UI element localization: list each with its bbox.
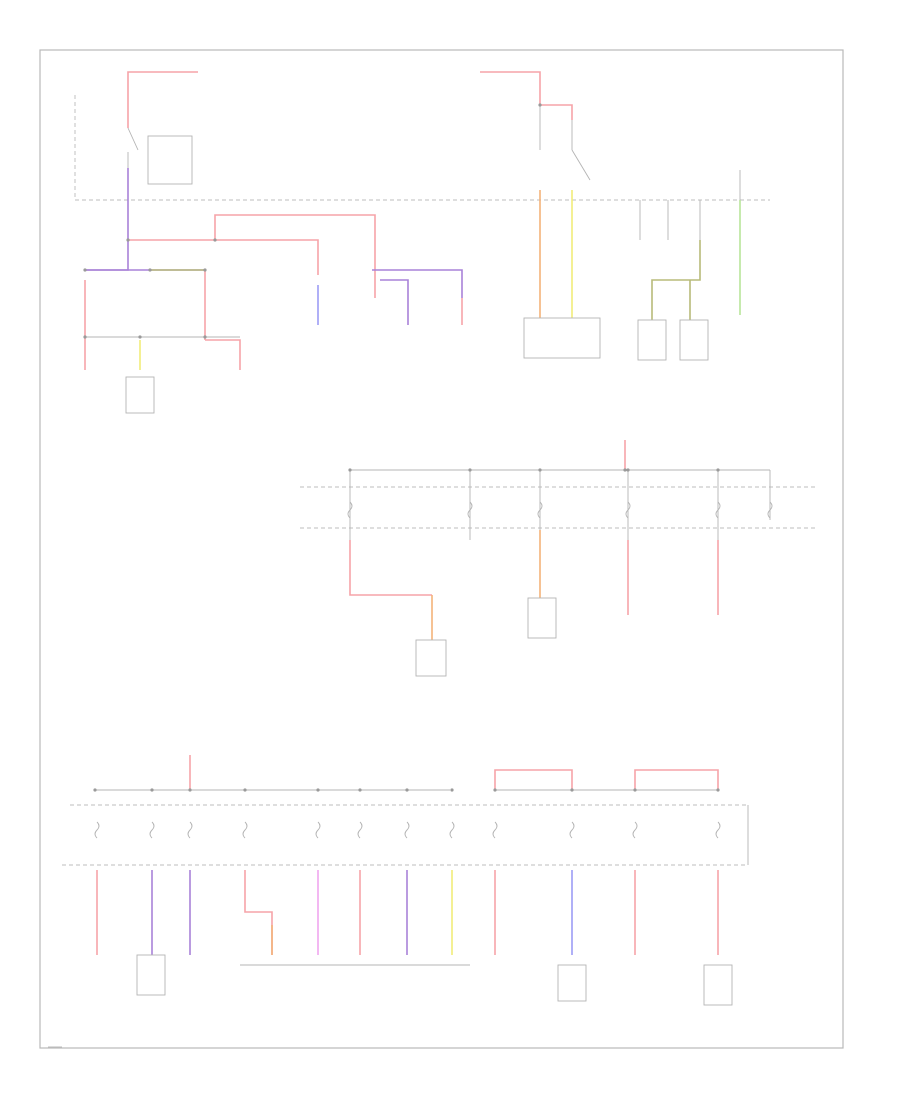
- fuse-symbol: [492, 821, 498, 839]
- mid-wire-drops: [349, 470, 771, 540]
- olive-right-wire: [651, 240, 701, 320]
- junction-dot: [348, 468, 352, 472]
- junction-dot: [450, 788, 454, 792]
- junction-dot: [83, 268, 87, 272]
- junction-dot: [213, 238, 217, 242]
- fuse-symbol: [449, 821, 455, 839]
- bottom-box-2: [557, 964, 587, 1002]
- junction-dot: [203, 268, 207, 272]
- junction-dot: [148, 268, 152, 272]
- junction-dot: [150, 788, 154, 792]
- middle-section: [300, 440, 818, 677]
- bottom-box-3: [703, 964, 733, 1006]
- junction-dot: [316, 788, 320, 792]
- junction-dot: [203, 335, 207, 339]
- junction-dot: [126, 238, 130, 242]
- fuse-symbol: [537, 501, 543, 519]
- junction-dots: [83, 103, 773, 839]
- fuse-symbol: [149, 821, 155, 839]
- fuse-symbol: [715, 501, 721, 519]
- bottom-section: [62, 755, 749, 1006]
- junction-dot: [538, 103, 542, 107]
- junction-dot: [243, 788, 247, 792]
- junction-dot: [716, 788, 720, 792]
- junction-dot: [538, 468, 542, 472]
- top-section: [74, 71, 770, 414]
- module-box-left: [125, 376, 155, 414]
- fuse-symbol: [404, 821, 410, 839]
- relay-label-box: [147, 135, 193, 185]
- right-box-2: [679, 319, 709, 361]
- fuse-symbol: [467, 501, 473, 519]
- junction-dot: [358, 788, 362, 792]
- relay-output-wire: [85, 168, 129, 271]
- fuse-symbol: [315, 821, 321, 839]
- fuse-symbol: [347, 501, 353, 519]
- junction-dot: [626, 468, 630, 472]
- junction-dot: [405, 788, 409, 792]
- junction-dot: [468, 468, 472, 472]
- junction-dot: [570, 788, 574, 792]
- right-fuse-bus: [639, 170, 741, 240]
- fuse-symbol: [357, 821, 363, 839]
- fuse-symbol: [94, 821, 100, 839]
- bottom-feed-wire-2: [494, 769, 573, 790]
- fuse-feed-wire-b: [215, 239, 319, 275]
- bottom-feed-wire-3: [634, 769, 719, 790]
- violet-branch-wire-1: [372, 269, 463, 298]
- violet-branch-wire-2: [380, 279, 409, 325]
- bottom-box-1: [136, 954, 166, 996]
- relay-switch-2: [539, 105, 591, 181]
- fuse-symbol: [715, 821, 721, 839]
- junction-dot: [188, 788, 192, 792]
- mid-box-1: [415, 639, 447, 677]
- fuse-symbol: [767, 501, 773, 519]
- mid-box-2: [527, 597, 557, 639]
- fuse-symbol: [242, 821, 248, 839]
- fuse-feed-wire-a: [128, 214, 376, 298]
- junction-dot: [138, 335, 142, 339]
- battery-feed-wire-1: [127, 71, 198, 128]
- fuse-symbol: [625, 501, 631, 519]
- bottom-wire-4: [244, 870, 273, 955]
- mid-wire-1: [349, 540, 432, 596]
- red-left-wire-3: [205, 339, 241, 370]
- battery-feed-wire-2: [480, 71, 573, 120]
- fuse-symbol: [632, 821, 638, 839]
- relay-switch: [127, 127, 139, 168]
- junction-dot: [633, 788, 637, 792]
- fuse-symbol: [187, 821, 193, 839]
- fuse-symbol: [569, 821, 575, 839]
- right-box-1: [637, 319, 667, 361]
- ecm-box: [523, 317, 601, 359]
- junction-dot: [623, 468, 627, 472]
- junction-dot: [493, 788, 497, 792]
- junction-dot: [83, 335, 87, 339]
- junction-dot: [716, 468, 720, 472]
- junction-dot: [93, 788, 97, 792]
- diagram-frame: [39, 49, 844, 1049]
